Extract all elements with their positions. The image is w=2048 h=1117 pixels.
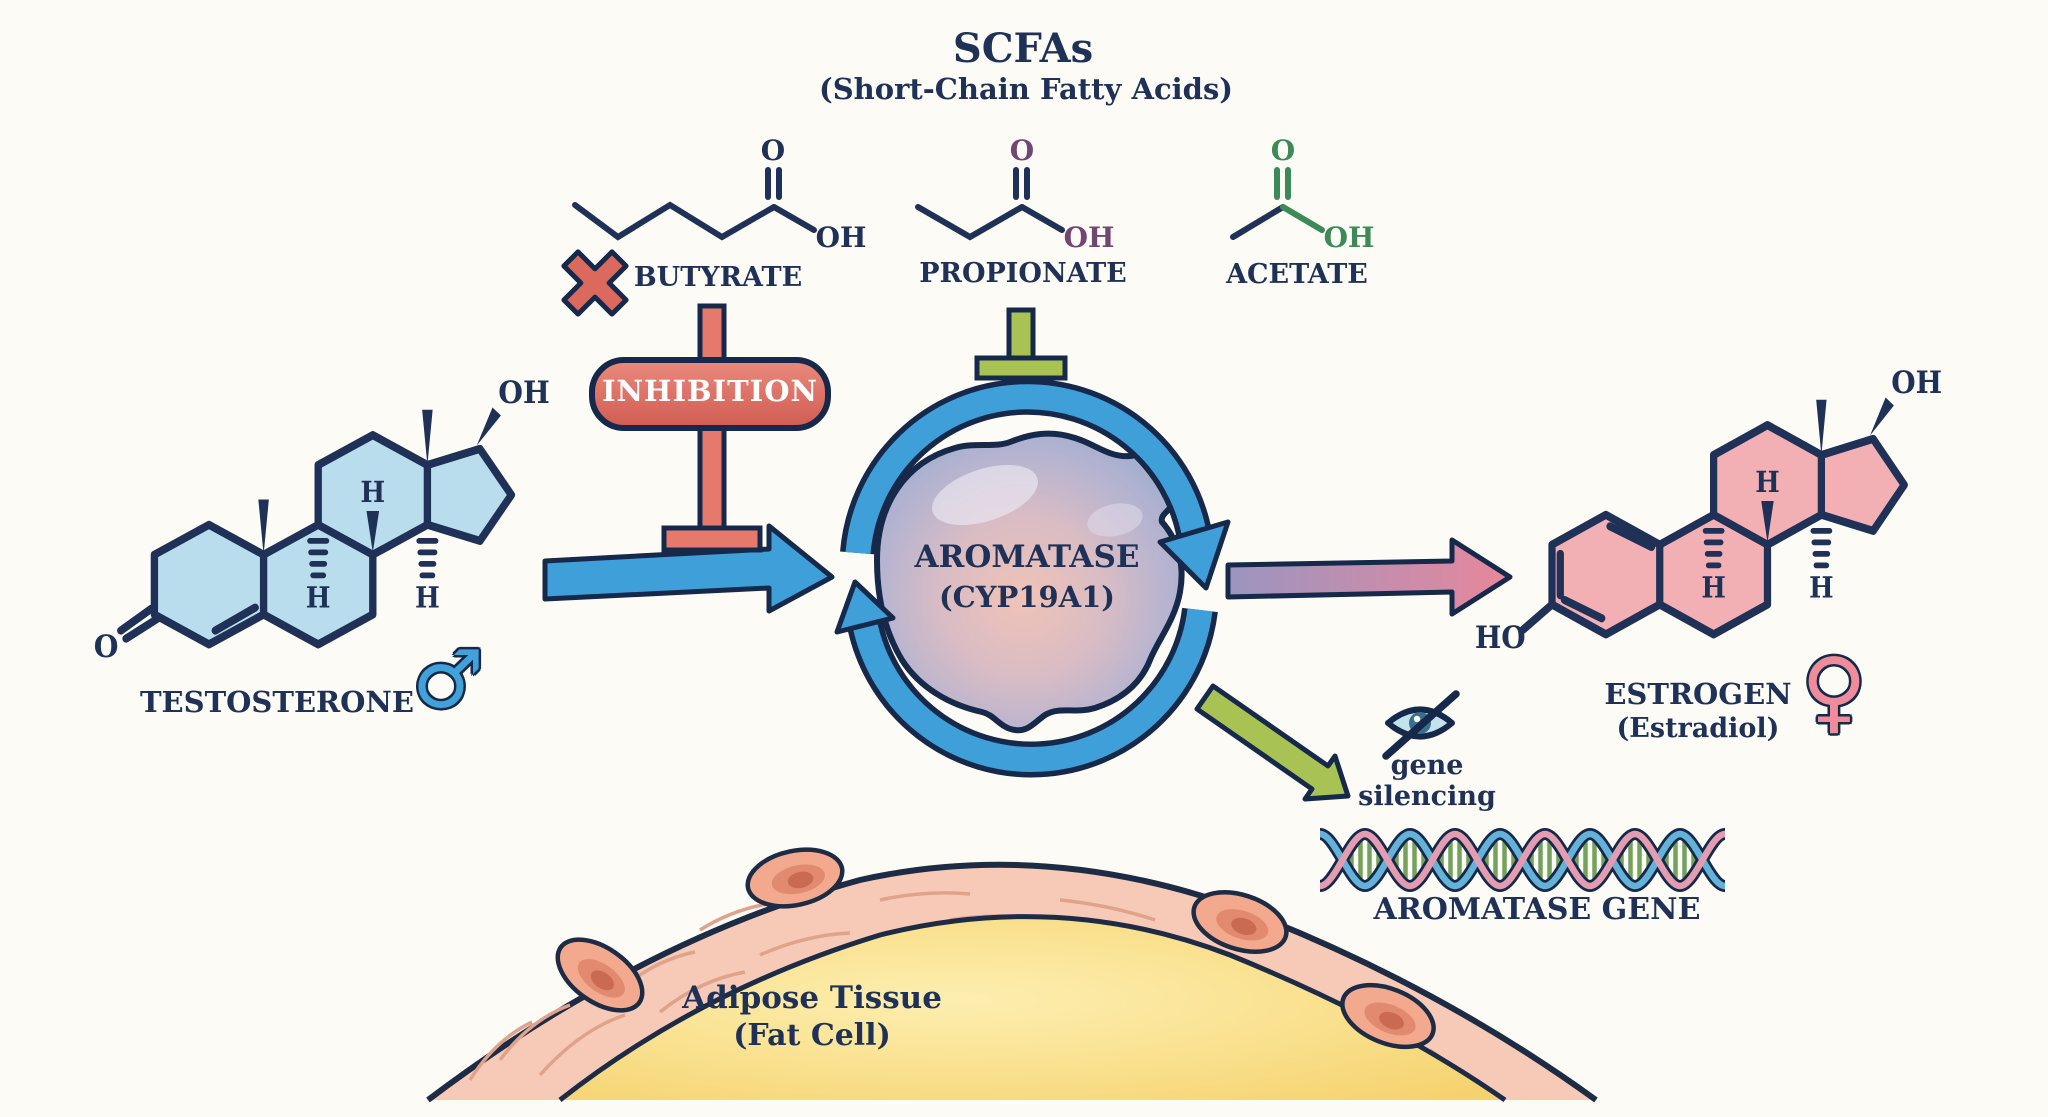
adipocyte-cells bbox=[555, 847, 1436, 1050]
estrogen-ho-label: HO bbox=[1475, 619, 1526, 656]
acetate-oh-label: OH bbox=[1324, 221, 1375, 254]
propionate-label: PROPIONATE bbox=[919, 258, 1127, 289]
estrogen-h14: H bbox=[1809, 571, 1833, 605]
testosterone-h9: H bbox=[306, 581, 331, 614]
inhibition-label: INHIBITION bbox=[601, 374, 819, 408]
dna-helix bbox=[1318, 827, 1727, 893]
testosterone-structure: OH O H H H bbox=[94, 375, 550, 666]
estrogen-h8: H bbox=[1755, 466, 1779, 500]
butyrate-structure: O OH bbox=[572, 134, 867, 254]
aromatase-label: AROMATASE bbox=[914, 539, 1140, 575]
testosterone-h8: H bbox=[360, 476, 385, 509]
propionate-oh-label: OH bbox=[1064, 221, 1115, 254]
fat-cell-label: (Fat Cell) bbox=[733, 1018, 891, 1053]
stereo-dashes bbox=[1702, 528, 1833, 569]
estrogen-structure: OH HO H H H bbox=[1475, 363, 1942, 655]
estrogen-label: ESTROGEN bbox=[1604, 677, 1792, 711]
testosterone-o-label: O bbox=[94, 629, 119, 666]
inhibition-sign bbox=[589, 303, 831, 553]
eye-slash-icon bbox=[1382, 690, 1460, 760]
propionate-inhibitor-tbar bbox=[974, 307, 1068, 381]
gene-silencing-line2: silencing bbox=[1358, 781, 1496, 812]
stereo-dashes bbox=[307, 538, 439, 579]
estrogen-h9: H bbox=[1701, 571, 1725, 605]
aromatase-to-estrogen-arrow bbox=[1225, 537, 1513, 617]
testosterone-h14: H bbox=[415, 581, 440, 614]
testosterone-oh-label: OH bbox=[498, 375, 549, 412]
dna-strand-pink bbox=[1319, 830, 1726, 890]
blocked-x-icon bbox=[561, 249, 629, 317]
butyrate-label: BUTYRATE bbox=[633, 262, 803, 293]
estradiol-label: (Estradiol) bbox=[1616, 713, 1780, 744]
gene-silencing-arrow bbox=[1194, 683, 1351, 802]
testosterone-label: TESTOSTERONE bbox=[139, 685, 415, 719]
testosterone-to-aromatase-arrow bbox=[542, 523, 835, 614]
male-symbol-icon: ♂ bbox=[412, 633, 484, 726]
butyrate-o-label: O bbox=[761, 134, 785, 167]
catalytic-cycle-arrows bbox=[834, 378, 1231, 778]
subtitle: (Short-Chain Fatty Acids) bbox=[819, 72, 1233, 106]
propionate-structure: O OH bbox=[915, 134, 1115, 254]
title: SCFAs bbox=[952, 25, 1094, 72]
adipose-tissue-illustration bbox=[426, 847, 1598, 1103]
female-symbol-icon: ♀ bbox=[1801, 639, 1867, 744]
aromatase-enzyme bbox=[873, 430, 1185, 734]
estrogen-oh-label: OH bbox=[1891, 363, 1942, 400]
acetate-label: ACETATE bbox=[1226, 259, 1368, 290]
fat-cell-interior bbox=[560, 916, 1505, 1100]
butyrate-oh-label: OH bbox=[816, 221, 867, 254]
acetate-structure: O OH bbox=[1230, 134, 1375, 254]
gene-silencing-line1: gene bbox=[1390, 750, 1464, 781]
aromatase-gene-label: AROMATASE GENE bbox=[1373, 892, 1701, 927]
acetate-o-label: O bbox=[1271, 134, 1295, 167]
propionate-o-label: O bbox=[1010, 134, 1034, 167]
adipose-tissue-label: Adipose Tissue bbox=[682, 980, 942, 1016]
cyp19a1-label: (CYP19A1) bbox=[938, 580, 1116, 614]
